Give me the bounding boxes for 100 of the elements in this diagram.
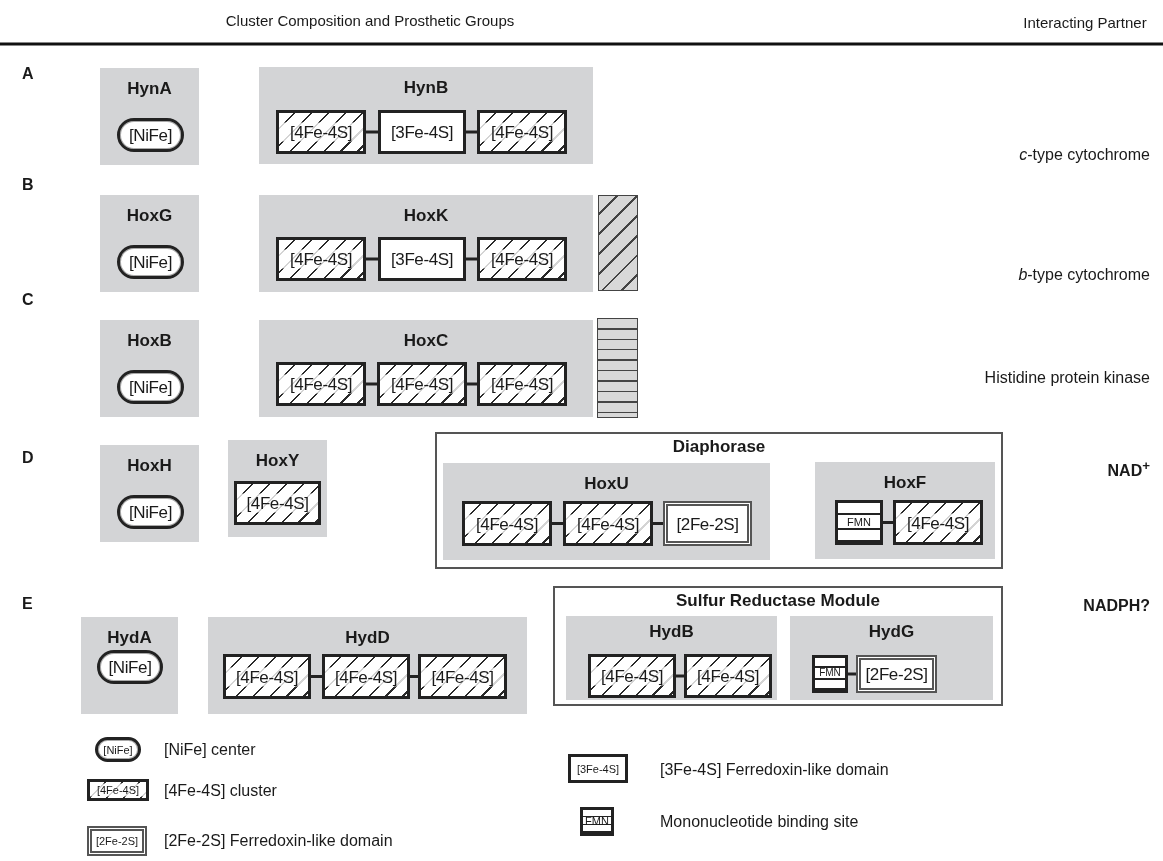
fmn-striped-box [835,500,883,545]
subunit-box [100,445,199,542]
hatched-cluster-box [477,110,567,154]
cluster-label: FMN [818,668,842,678]
subunit-box [81,617,178,714]
hatched-cluster-box [276,237,366,281]
subunit-name: HoxU [583,475,630,494]
cluster-box [378,110,466,154]
hatched-cluster-box [418,654,507,699]
cluster-label: FMN [846,516,872,527]
module-title: Diaphorase [671,438,767,457]
subunit-name: HydA [106,629,153,648]
hatched-cluster-box [276,110,366,154]
module-title: Sulfur Reductase Module [675,592,881,611]
hatched-cluster-box [893,500,983,545]
double-border-cluster-box [663,501,752,546]
subunit-box [208,617,527,714]
fmn-striped-box [812,655,848,693]
hatched-cluster-box [276,362,366,406]
legend-text: Mononucleotide binding site [660,812,859,832]
cluster-label: [4Fe-4S] [480,249,564,269]
fmn-striped-box [580,807,614,836]
cluster-label: [3Fe-4S] [390,250,454,268]
subunit-name: HoxC [402,332,450,351]
cluster-label: [2Fe-2S] [675,515,740,532]
hatched-cluster-box [462,501,552,546]
cluster-label: [4Fe-4S] [480,374,564,394]
nife-center-pill [117,370,184,404]
panel-letter: D [22,448,34,468]
cluster-label: [4Fe-4S] [279,249,363,269]
hatched-cluster-box [477,237,567,281]
cluster-label: [4Fe-4S] [566,514,650,533]
cluster-label: [4Fe-4S] [896,513,980,532]
subunit-box [100,320,199,417]
nife-center-pill [117,245,184,279]
interacting-partner-label: NAD$^{+}$ [1107,458,1150,481]
cluster-label: [4Fe-4S] [591,666,673,686]
cluster-label: [NiFe] [128,253,173,271]
cluster-connector-line [653,522,663,525]
subunit-box [100,195,199,292]
cluster-connector-line [366,257,378,261]
subunit-box [228,440,327,537]
cluster-connector-line [676,674,684,678]
interacting-partner-label: Histidine protein kinase [984,368,1150,388]
subunit-name: HynB [402,79,450,98]
hatched-cluster-box [684,654,772,698]
legend-text: [4Fe-4S] cluster [164,781,277,801]
subunit-name: HoxH [126,457,173,476]
subunit-box [259,67,593,164]
cluster-connector-line [552,522,563,525]
subunit-box [259,320,593,417]
cluster-connector-line [467,382,477,386]
column-heading: Interacting Partner [1023,14,1147,32]
hatched-membrane-bar [598,195,638,291]
cluster-label: [4Fe-4S] [480,122,564,142]
cluster-label: [2Fe-2S] [94,835,140,847]
double-border-cluster-box [856,655,937,693]
module-frame [553,586,1003,706]
panel-letter: E [22,594,33,614]
cluster-label: [NiFe] [128,126,173,144]
cluster-connector-line [466,257,477,261]
panel-letter: A [22,64,34,84]
interacting-partner-label: c-type cytochrome [1019,145,1150,165]
double-border-cluster-box [87,826,147,856]
interacting-partner-label: b-type cytochrome [1018,265,1150,285]
cluster-label: [3Fe-4S] [575,763,621,774]
cluster-label: [3Fe-4S] [390,123,454,141]
cluster-connector-line [366,382,377,386]
subunit-name: HoxG [125,207,174,226]
subunit-box [566,616,777,700]
nife-center-pill [97,650,163,684]
cluster-label: [4Fe-4S] [226,667,308,686]
module-frame [435,432,1003,569]
cluster-connector-line [848,672,856,676]
hatched-cluster-box [322,654,410,699]
cluster-label: [NiFe] [107,658,153,676]
subunit-box [443,463,770,560]
subunit-box [259,195,593,292]
subunit-box [790,616,993,700]
panel-letter: B [22,175,34,195]
legend-text: [3Fe-4S] Ferredoxin-like domain [660,760,889,780]
nife-center-pill [117,118,184,152]
cluster-label: [NiFe] [102,744,134,755]
cluster-connector-line [311,675,322,678]
subunit-name: HoxB [126,332,173,351]
cluster-connector-line [410,675,418,678]
cluster-label: [4Fe-4S] [421,667,504,686]
subunit-name: HoxK [402,207,450,226]
subunit-name: HoxY [254,452,301,471]
cluster-label: [4Fe-4S] [687,666,769,686]
panel-letter: C [22,290,34,310]
cluster-label: [2Fe-2S] [864,665,929,683]
hatched-cluster-box [223,654,311,699]
subunit-name: HydB [648,623,695,642]
subunit-name: HydD [344,629,391,648]
cluster-label: [4Fe-4S] [90,783,146,797]
cluster-connector-line [366,130,378,134]
cluster-label: FMN [584,815,610,826]
hatched-cluster-box [563,501,653,546]
subunit-name: HynA [126,80,173,99]
